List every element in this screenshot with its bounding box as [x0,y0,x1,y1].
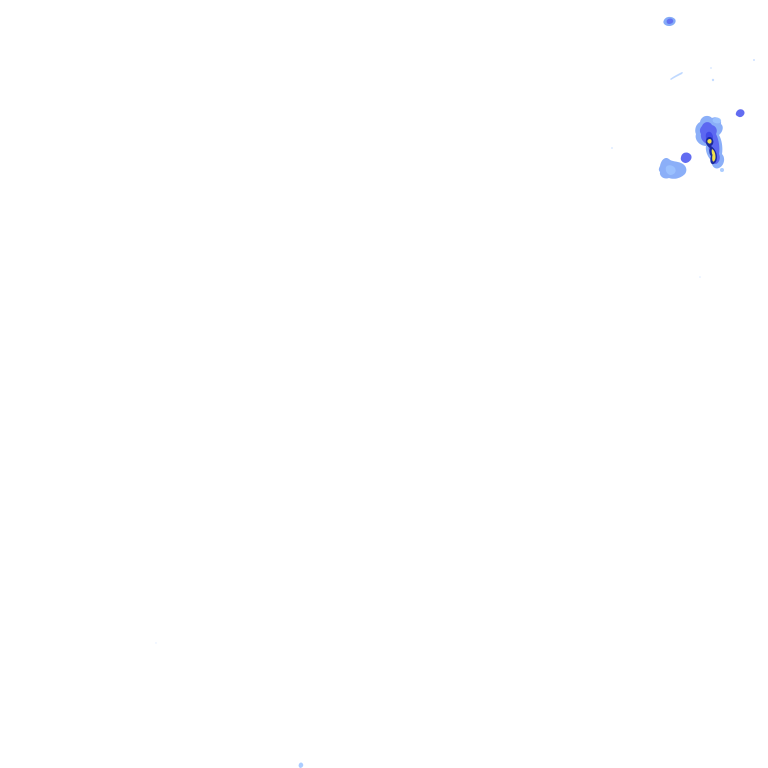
echo-fill [712,117,722,124]
echo-fill [680,152,692,163]
echo-streak-faint [670,59,755,82]
echo-dot [753,59,755,61]
echo-specks [155,147,701,768]
echo-dot [699,276,701,278]
echo-heavy-core [711,149,716,162]
echo-fill [666,18,674,24]
echo-dot [711,78,715,82]
echo-dot [710,67,712,69]
echo-dot [155,642,157,644]
echo-blob-north [663,16,676,26]
echo-fill [298,762,304,768]
echo-heavy-core [707,139,712,144]
echo-fill [670,72,683,80]
echo-fill [735,109,745,118]
echo-cluster-main [695,115,725,172]
echo-blob-mid [680,152,692,163]
echo-dot [720,168,724,172]
echo-fill [665,165,676,175]
echo-blob-east [735,109,745,118]
echo-dot [611,147,613,149]
echo-blob-southwest [658,157,687,179]
